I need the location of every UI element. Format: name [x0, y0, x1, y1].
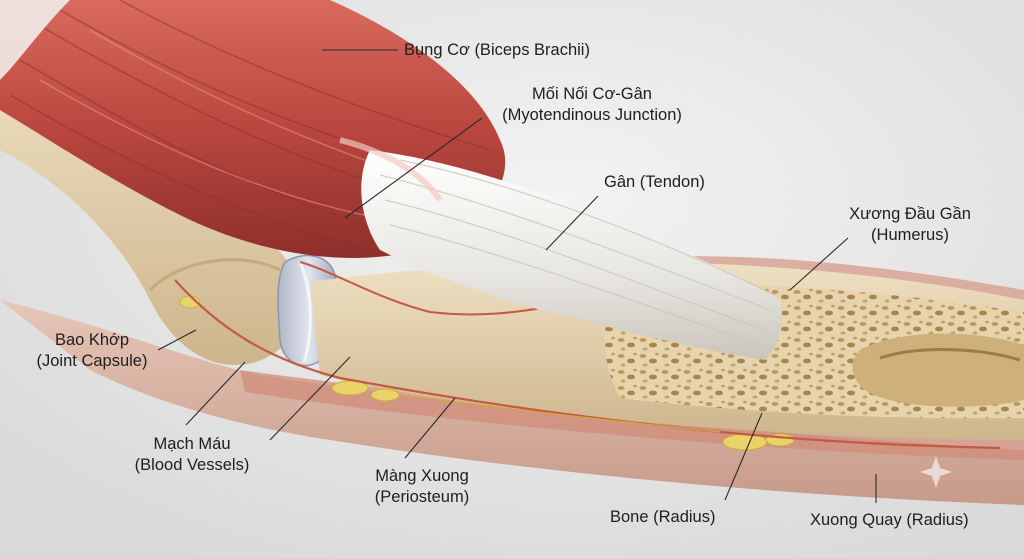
myotendinous-junction-label: Mối Nối Cơ-Gân (Myotendinous Junction) — [486, 84, 698, 126]
periosteum-label-en: (Periosteum) — [374, 488, 470, 506]
joint-capsule-label-vi: Bao Khớp — [54, 331, 130, 349]
radius-label: Xuong Quay (Radius) — [810, 510, 969, 531]
periosteum-label-vi: Màng Xuong — [375, 467, 469, 485]
blood-vessels-label-en: (Blood Vessels) — [134, 456, 250, 474]
joint-capsule-label: Bao Khớp (Joint Capsule) — [22, 330, 162, 372]
radius-label-text: Xuong Quay (Radius) — [810, 511, 969, 529]
blood-vessels-label: Mạch Máu (Blood Vessels) — [122, 434, 262, 476]
humerus-label-vi: Xương Đầu Gần — [849, 205, 971, 223]
blood-vessels-label-vi: Mạch Máu — [153, 435, 231, 453]
biceps-label-text: Bụng Cơ (Biceps Brachii) — [404, 41, 590, 59]
humerus-label: Xương Đầu Gần (Humerus) — [830, 204, 990, 246]
humerus-label-en: (Humerus) — [871, 226, 949, 244]
bone-radius-label: Bone (Radius) — [610, 507, 715, 528]
myotendinous-junction-label-en: (Myotendinous Junction) — [502, 106, 682, 124]
periosteum-label: Màng Xuong (Periosteum) — [352, 466, 492, 508]
tendon-label-text: Gân (Tendon) — [604, 173, 705, 191]
myotendinous-junction-label-vi: Mối Nối Cơ-Gân — [532, 85, 652, 103]
bone-radius-label-text: Bone (Radius) — [610, 508, 716, 526]
biceps-label: Bụng Cơ (Biceps Brachii) — [404, 40, 590, 61]
joint-capsule-label-en: (Joint Capsule) — [36, 352, 148, 370]
tendon-label: Gân (Tendon) — [604, 172, 705, 193]
